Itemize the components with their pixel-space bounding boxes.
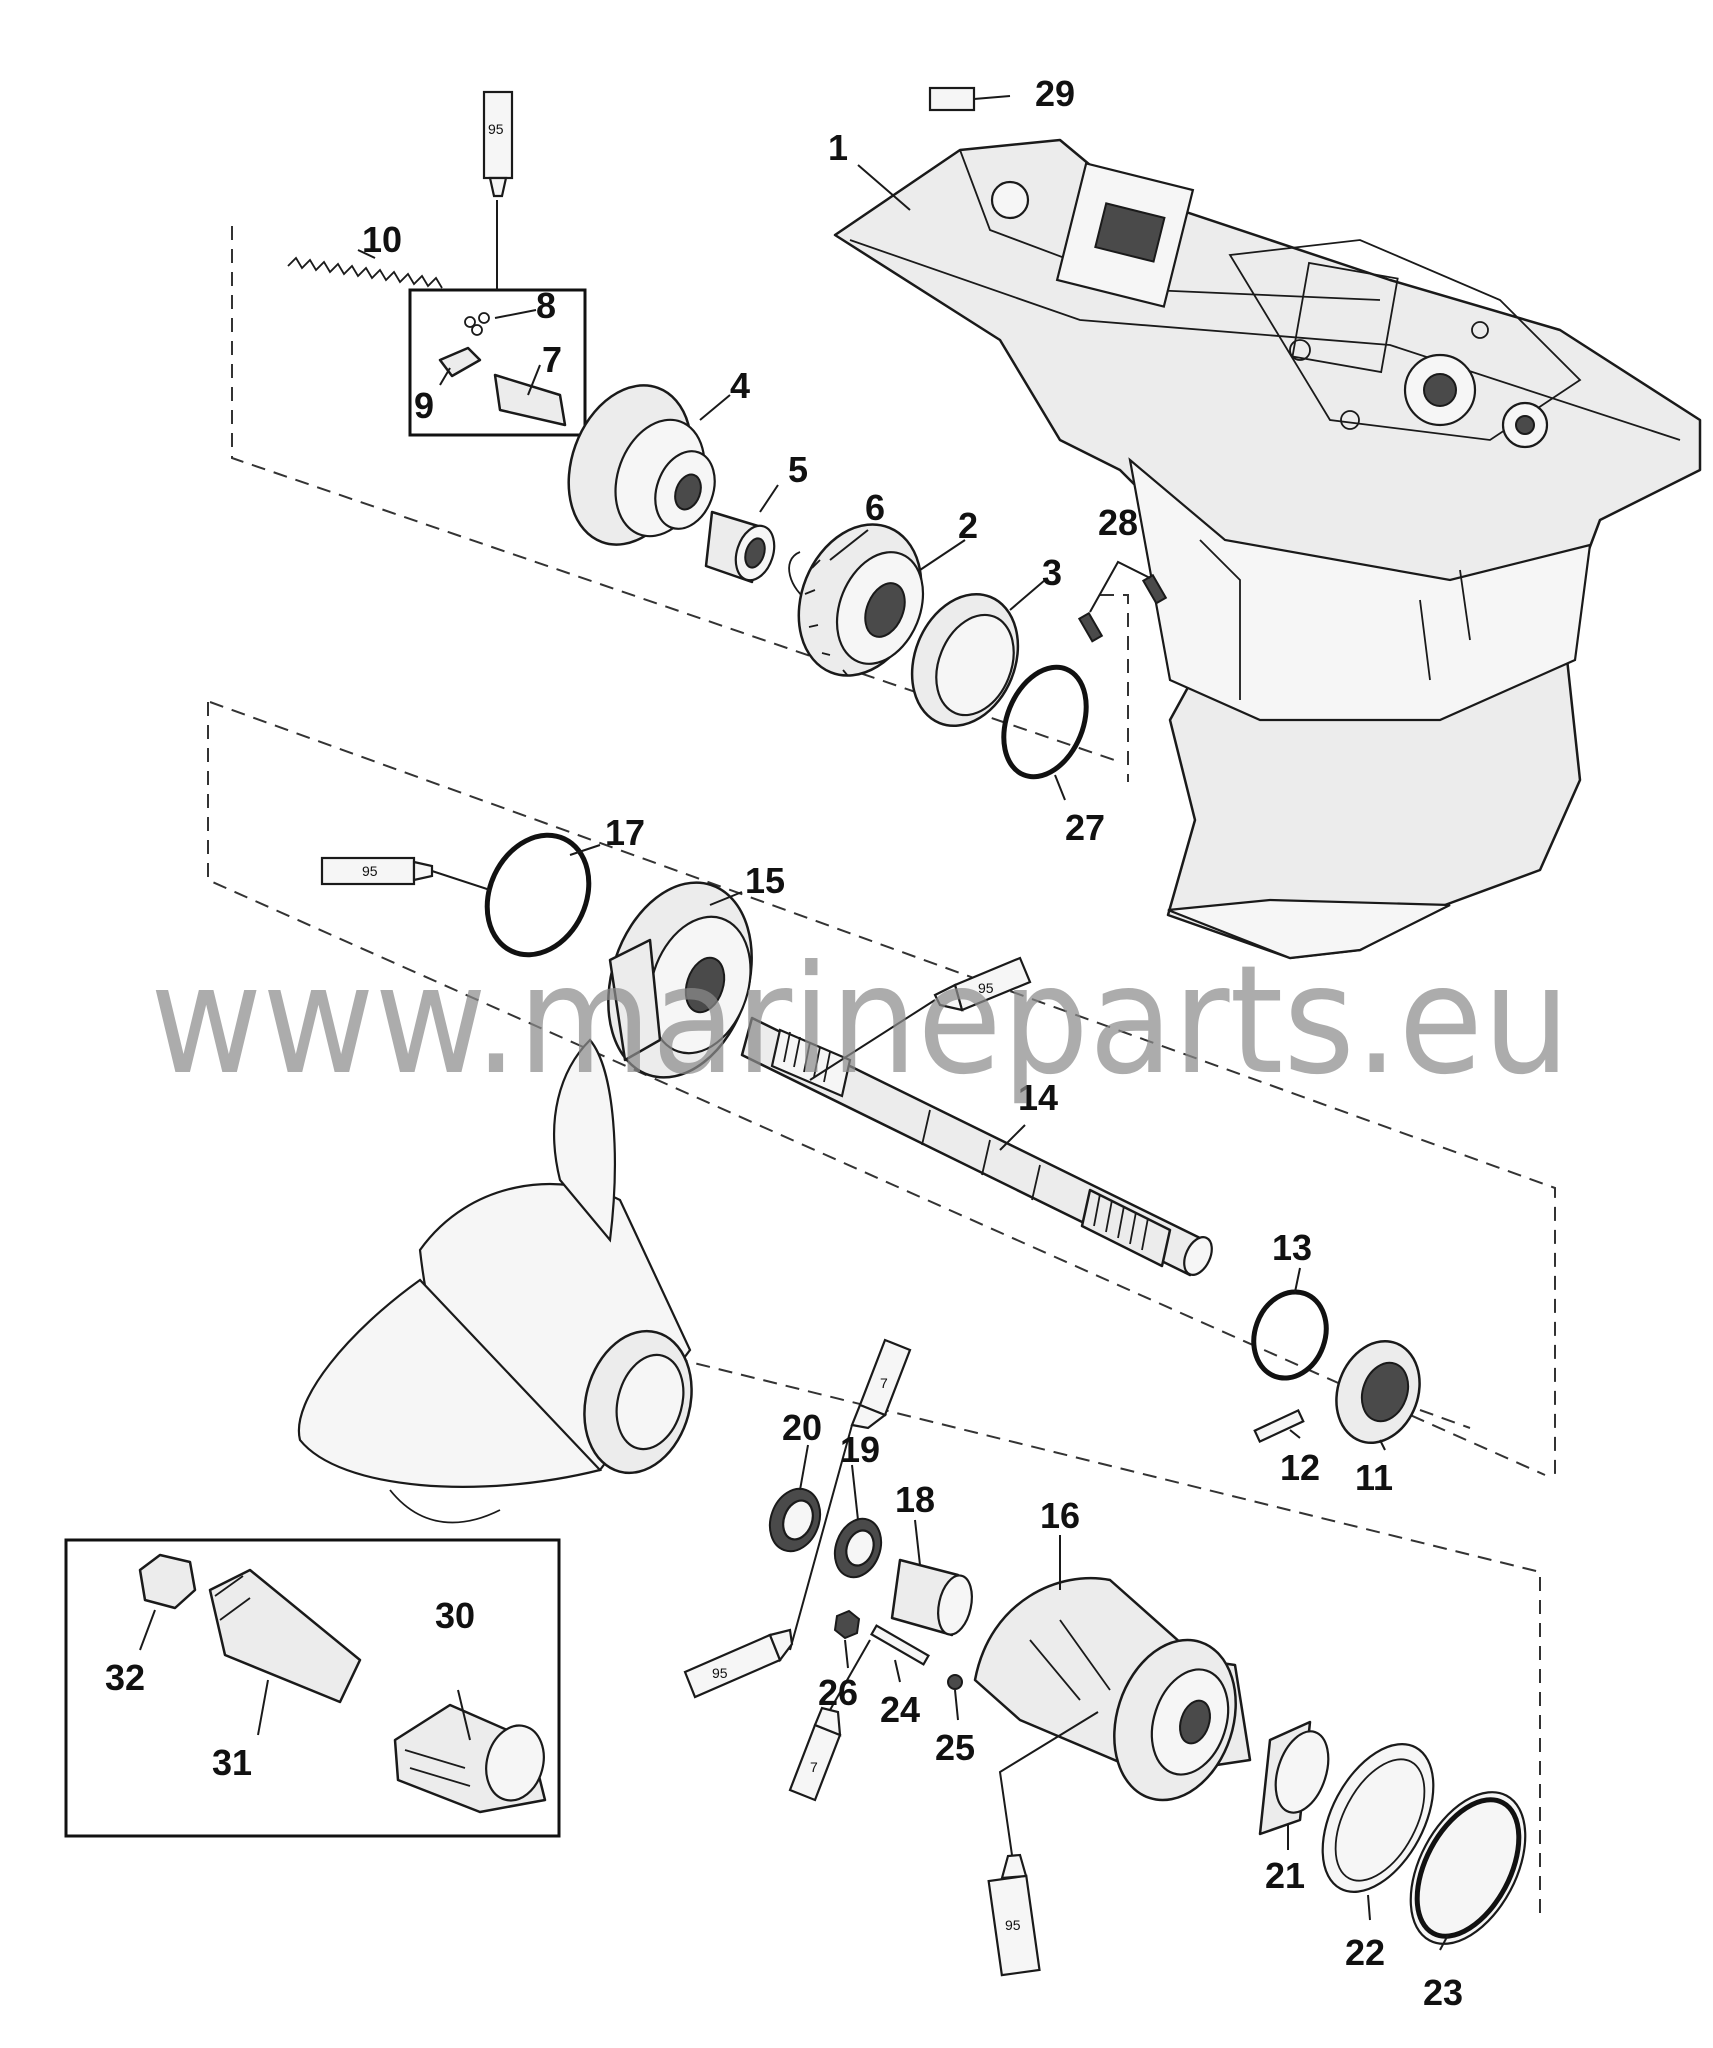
detent-kit-box [408,200,587,437]
lubricant-tube-shaft: 95 [809,956,1032,1081]
part-bearing-carrier [607,881,753,1079]
tube-label: 95 [362,863,378,879]
part-bushing [704,510,776,584]
sealant-tube-top: 7 [789,1338,912,1651]
part-o-ring-17 [484,832,592,958]
callout-21: 21 [1265,1855,1305,1896]
part-pins [1077,560,1168,643]
tube-label: 95 [1005,1917,1021,1933]
callout-16: 16 [1040,1495,1080,1536]
lubricant-tube-top: 95 [482,90,514,198]
part-bearing-21 [1258,1720,1330,1836]
part-clutch [1335,1340,1471,1444]
tube-label: 95 [712,1665,728,1681]
callout-31: 31 [212,1742,252,1783]
part-forward-gear [797,523,925,677]
callout-17: 17 [605,812,645,853]
lubricant-tube-left: 95 [320,856,491,891]
callout-1: 1 [828,127,848,168]
lubricant-tube-bottom-left: 95 [683,1628,794,1699]
watermark-text: www.marineparts.eu [150,934,1570,1108]
callout-10: 10 [362,219,402,260]
callout-28: 28 [1098,502,1138,543]
part-oil-seal-20 [768,1487,822,1553]
part-oil-seal-19 [833,1517,883,1579]
part-propeller-shaft [740,1016,1213,1277]
callout-32: 32 [105,1657,145,1698]
part-carrier-housing [973,1576,1252,1802]
lubricant-tube-bottom: 95 [987,1711,1099,1977]
callout-19: 19 [840,1429,880,1470]
tube-label: 7 [810,1759,818,1775]
part-bushing-18 [890,1558,973,1637]
callout-leaders [139,164,1449,1951]
sealant-tube-bottom: 7 [788,1639,871,1802]
callout-14: 14 [1018,1077,1058,1118]
callout-3: 3 [1042,552,1062,593]
callout-29: 29 [1035,73,1075,114]
callout-7: 7 [542,339,562,380]
callout-20: 20 [782,1407,822,1448]
callout-26: 26 [818,1672,858,1713]
tube-label: 95 [978,980,994,996]
callout-9: 9 [414,385,434,426]
callout-15: 15 [745,860,785,901]
callout-6: 6 [865,487,885,528]
callout-2: 2 [958,505,978,546]
gearcase-housing [833,138,1702,960]
part-bearing-cup [910,592,1020,728]
callout-25: 25 [935,1727,975,1768]
callout-30: 30 [435,1595,475,1636]
prop-hardware-box [64,1538,561,1838]
part-o-ring-13 [1251,1289,1329,1381]
part-thrust-bearing [1409,1791,1527,1945]
part-small-fasteners [833,1609,963,1690]
callout-numbers: 1 2 3 4 5 6 7 8 9 10 11 12 13 14 15 16 1… [105,73,1463,2013]
part-bearing-retainer [567,384,716,546]
propeller [297,1038,693,1524]
callout-12: 12 [1280,1447,1320,1488]
callout-8: 8 [536,285,556,326]
tube-label: 7 [880,1375,888,1391]
callout-4: 4 [730,365,750,406]
part-decal [928,86,1011,112]
callout-24: 24 [880,1689,920,1730]
callout-18: 18 [895,1479,935,1520]
callout-22: 22 [1345,1932,1385,1973]
callout-23: 23 [1423,1972,1463,2013]
part-o-ring-27 [1001,664,1089,780]
part-cross-pin [1253,1408,1305,1444]
callout-5: 5 [788,449,808,490]
part-thrust-washer [1321,1743,1435,1893]
callout-13: 13 [1272,1227,1312,1268]
part-spring [287,256,443,289]
callout-27: 27 [1065,807,1105,848]
tube-label: 95 [488,121,504,137]
callout-11: 11 [1355,1457,1393,1498]
